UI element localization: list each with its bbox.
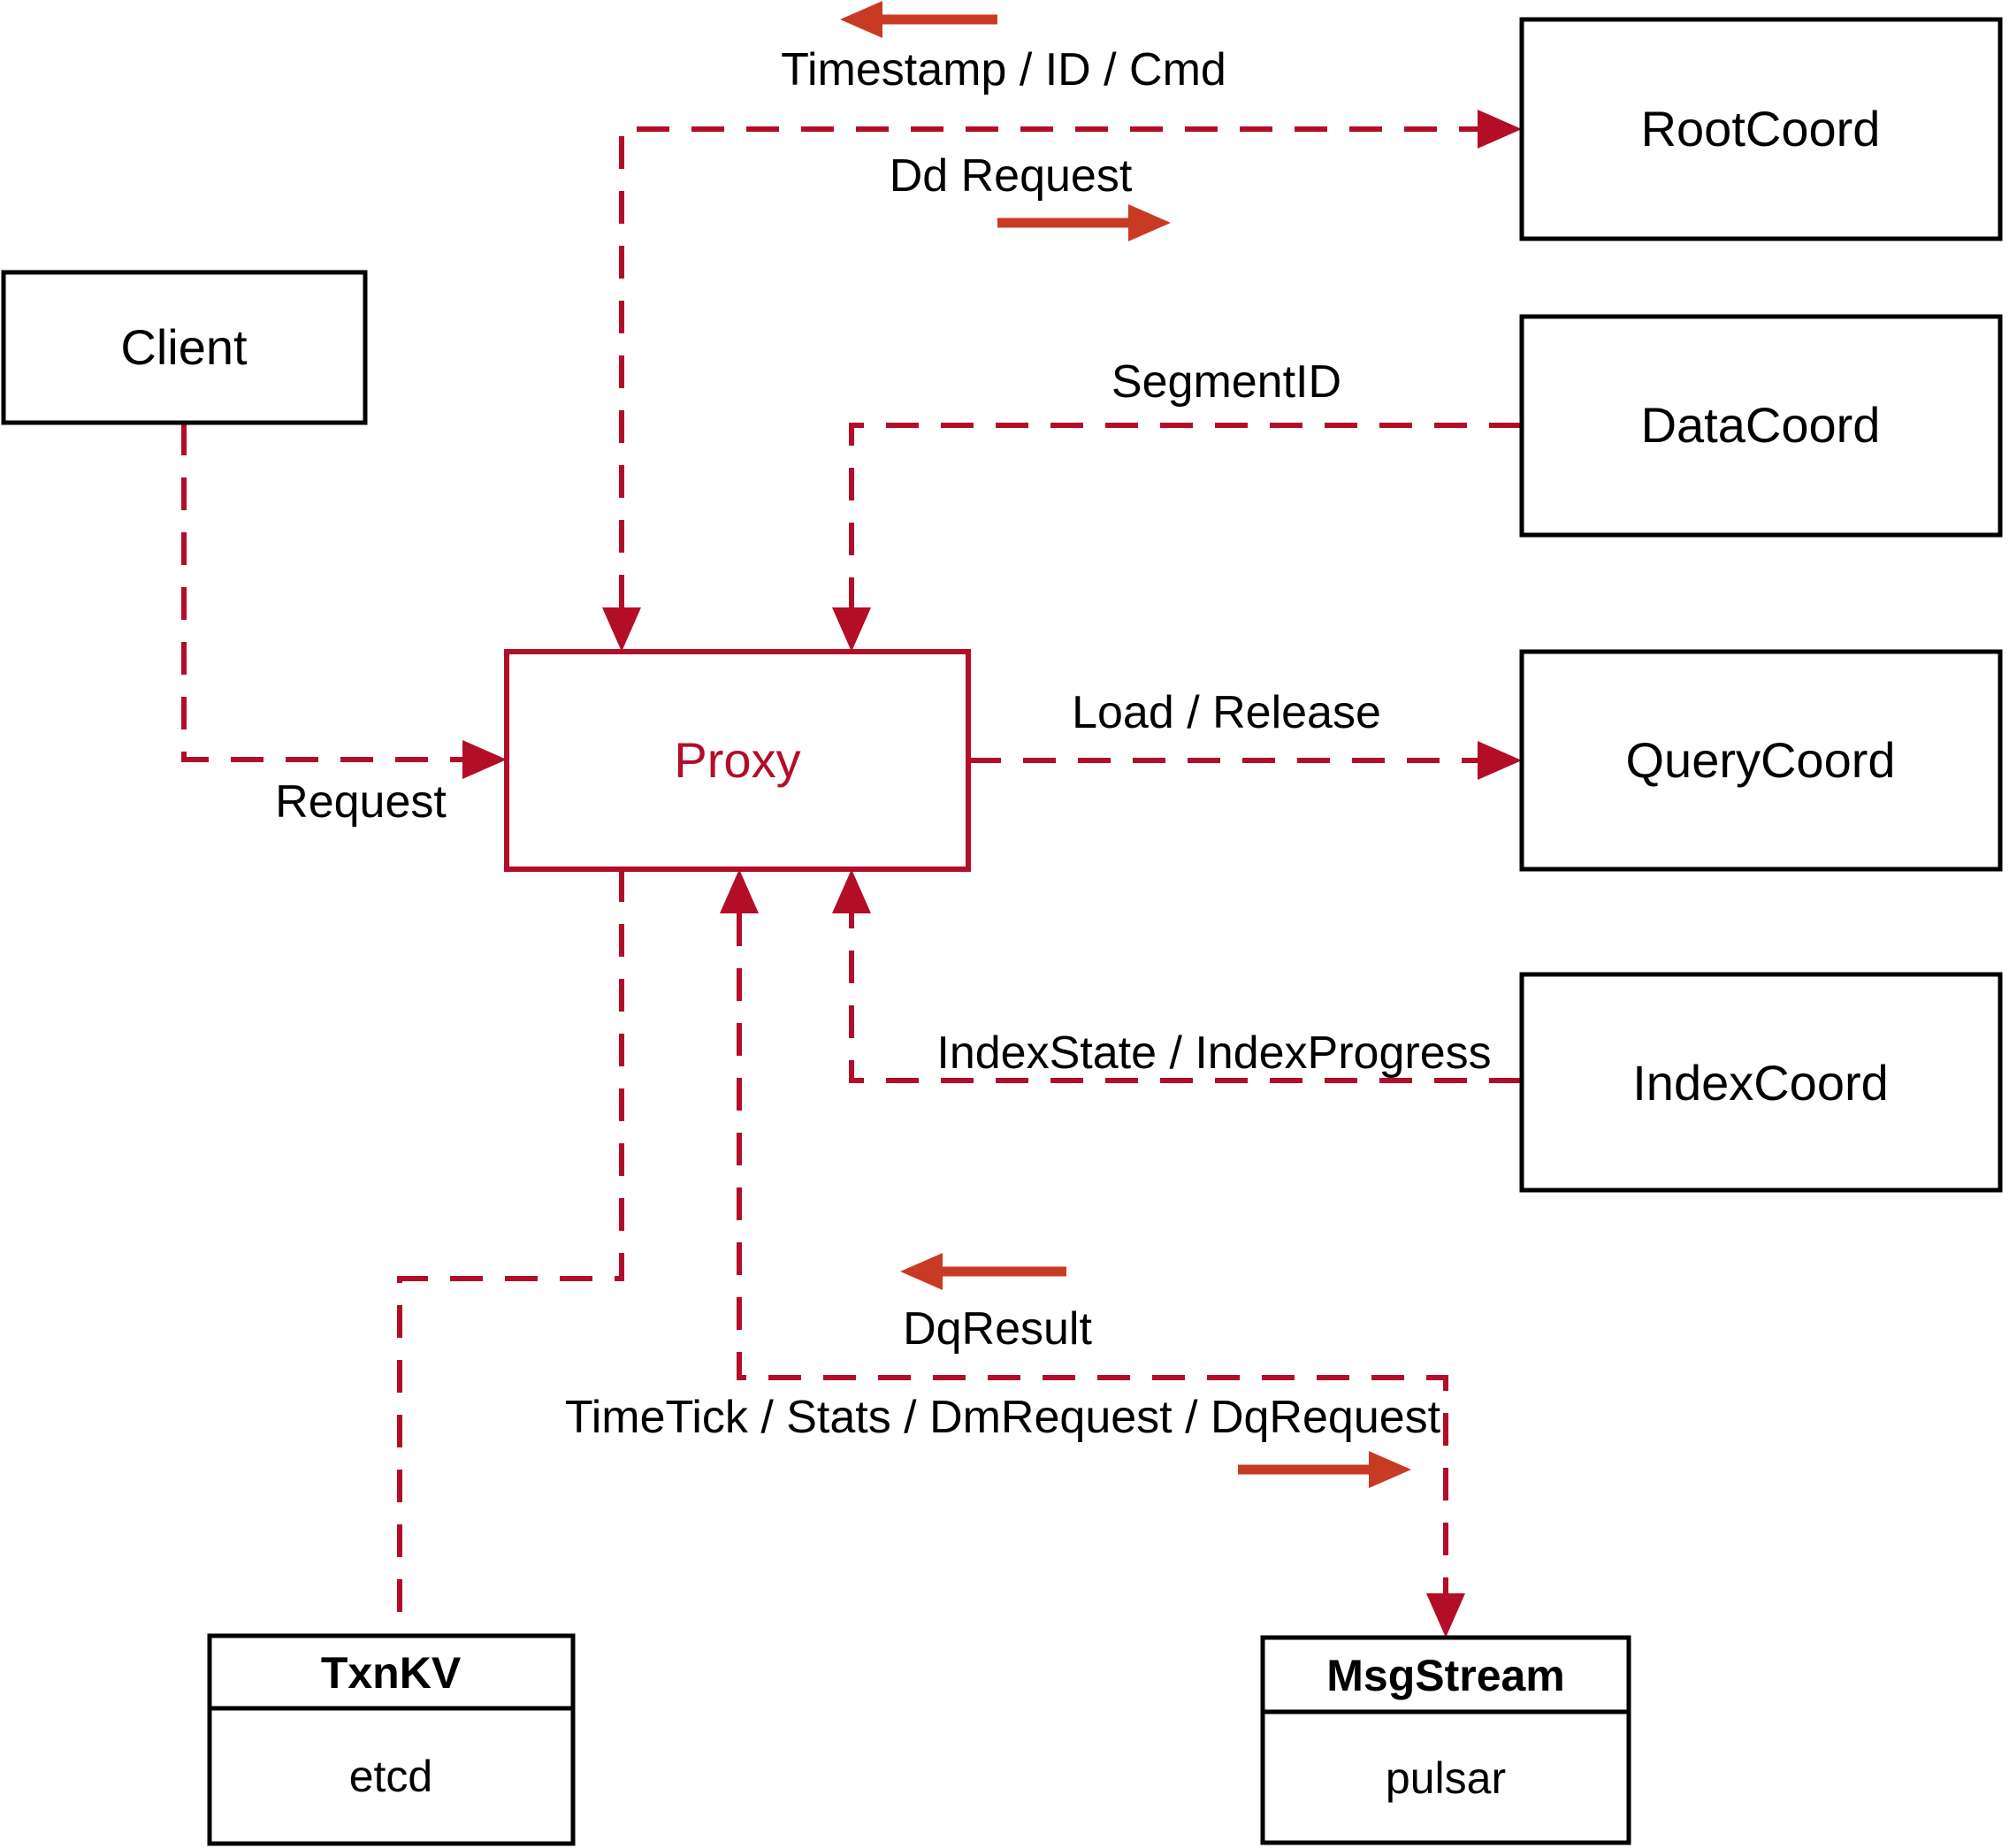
msgstream-title: MsgStream <box>1326 1651 1565 1700</box>
proxy-label: Proxy <box>674 732 800 788</box>
client-label: Client <box>120 319 248 375</box>
right-arrow-dd-request-icon <box>997 204 1171 241</box>
arrowhead-msgstream-into-proxy-icon <box>720 869 759 913</box>
right-arrow-time-tick-icon <box>1238 1451 1411 1488</box>
rootcoord-label: RootCoord <box>1641 101 1881 157</box>
edge-label-index-state: IndexState / IndexProgress <box>936 1027 1491 1079</box>
edge-client-proxy <box>181 423 462 762</box>
querycoord-node <box>1519 649 2003 872</box>
proxy-node <box>504 649 971 872</box>
left-arrow-timestamp-icon <box>840 1 997 38</box>
querycoord-label: QueryCoord <box>1625 732 1895 788</box>
msgstream-subtitle: pulsar <box>1386 1753 1506 1803</box>
txnkv-node: TxnKV etcd <box>207 1633 576 1846</box>
arrowhead-into-querycoord-icon <box>1478 741 1522 780</box>
indexcoord-label: IndexCoord <box>1632 1055 1889 1111</box>
client-node <box>1 270 368 425</box>
edge-label-timestamp: Timestamp / ID / Cmd <box>781 44 1226 95</box>
arrowhead-datacoord-into-proxy-icon <box>832 607 871 652</box>
edge-label-dd-request: Dd Request <box>890 150 1133 202</box>
edge-proxy-txnkv <box>397 869 624 1636</box>
edge-label-time-tick: TimeTick / Stats / DmRequest / DqRequest <box>565 1392 1441 1443</box>
arrowhead-into-rootcoord-icon <box>1478 110 1522 149</box>
edge-proxy-rootcoord <box>619 126 1478 607</box>
edge-label-load-release: Load / Release <box>1072 687 1381 738</box>
arrowhead-client-into-proxy-icon <box>462 740 507 779</box>
indexcoord-node <box>1519 972 2003 1193</box>
arrowhead-indexcoord-into-proxy-icon <box>832 869 871 913</box>
msgstream-node: MsgStream pulsar <box>1260 1635 1631 1845</box>
edge-datacoord-proxy <box>849 423 1522 607</box>
edge-label-segment-id: SegmentID <box>1111 356 1341 408</box>
edge-label-dq-result: DqResult <box>903 1303 1092 1355</box>
edge-label-request: Request <box>275 776 447 828</box>
txnkv-title: TxnKV <box>321 1648 462 1698</box>
rootcoord-node <box>1519 17 2003 241</box>
arrowhead-into-msgstream-icon <box>1426 1593 1465 1638</box>
arrowhead-rootcoord-into-proxy-icon <box>602 607 641 652</box>
left-arrow-dq-result-icon <box>900 1253 1066 1290</box>
datacoord-label: DataCoord <box>1641 397 1881 453</box>
txnkv-subtitle: etcd <box>349 1752 433 1801</box>
datacoord-node <box>1519 314 2003 538</box>
edge-indexcoord-proxy <box>849 913 1522 1083</box>
edge-proxy-msgstream <box>737 913 1448 1593</box>
